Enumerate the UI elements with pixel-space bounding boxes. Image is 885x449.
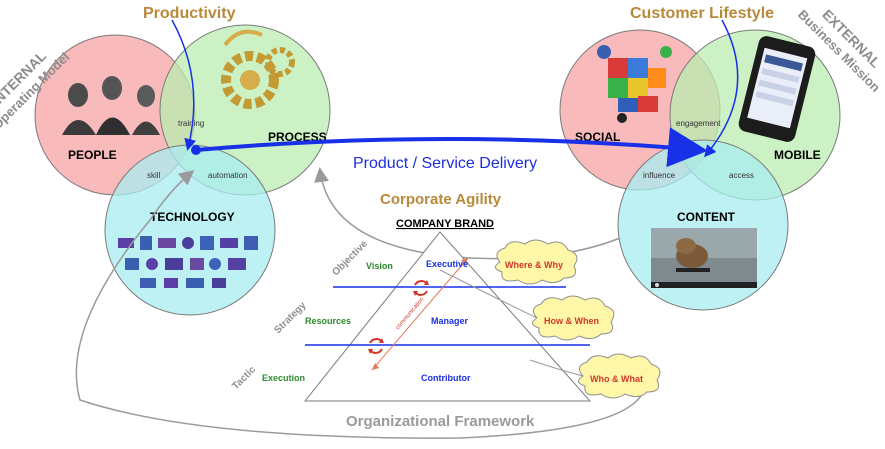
cycle-icon-bottom [368, 338, 384, 354]
resources-label: Resources [305, 316, 351, 326]
training-label: training [178, 119, 204, 128]
access-label: access [729, 171, 754, 180]
framework-loop-arrow [75, 170, 646, 439]
delivery-arrow [195, 127, 708, 168]
contributor-label: Contributor [421, 373, 471, 383]
vision-label: Vision [366, 261, 393, 271]
productivity-arrow [171, 19, 197, 151]
productivity-title: Productivity [143, 5, 236, 22]
where-why-cloud: Where & Why [495, 239, 578, 285]
who-what-cloud: Who & What [578, 353, 661, 399]
skill-label: skill [147, 171, 161, 180]
manager-label: Manager [431, 316, 469, 326]
company-brand-label: COMPANY BRAND [396, 218, 494, 230]
feedback-loop-arrow [314, 167, 621, 260]
automation-label: automation [208, 171, 248, 180]
objective-label: Objective [330, 238, 370, 278]
communication-arrow [371, 257, 469, 371]
who-what-label: Who & What [590, 374, 643, 384]
people-label: PEOPLE [68, 148, 117, 162]
organizational-framework-label: Organizational Framework [346, 413, 535, 430]
customer-lifestyle-title: Customer Lifestyle [630, 5, 774, 22]
delivery-label: Product / Service Delivery [353, 155, 537, 172]
corporate-agility-title: Corporate Agility [380, 191, 502, 208]
executive-label: Executive [426, 259, 468, 269]
technology-circle [104, 144, 276, 316]
content-label: CONTENT [677, 210, 736, 224]
mobile-phone-illustration [738, 36, 816, 142]
people-photo [62, 76, 160, 135]
where-why-label: Where & Why [505, 260, 563, 270]
internal-venn: PEOPLE PROCESS TECHNOLOGY training skill… [34, 24, 331, 316]
content-video-illustration [651, 228, 757, 288]
social-cube-illustration [597, 45, 672, 123]
cycle-icon-top [413, 280, 429, 296]
delivery-arrow-origin [191, 145, 201, 155]
how-when-label: How & When [544, 316, 599, 326]
execution-label: Execution [262, 373, 305, 383]
technology-label: TECHNOLOGY [150, 210, 235, 224]
external-venn: SOCIAL MOBILE CONTENT engagement influen… [559, 29, 841, 311]
mobile-label: MOBILE [774, 148, 821, 162]
customer-lifestyle-arrow [704, 19, 739, 158]
engagement-label: engagement [676, 119, 721, 128]
influence-label: influence [643, 171, 676, 180]
how-when-cloud: How & When [532, 295, 615, 341]
gears-illustration [221, 29, 295, 109]
organization-pyramid [303, 231, 592, 402]
technology-icons [118, 236, 258, 288]
strategy-label: Strategy [272, 300, 308, 336]
tactic-label: Tactic [230, 364, 258, 392]
